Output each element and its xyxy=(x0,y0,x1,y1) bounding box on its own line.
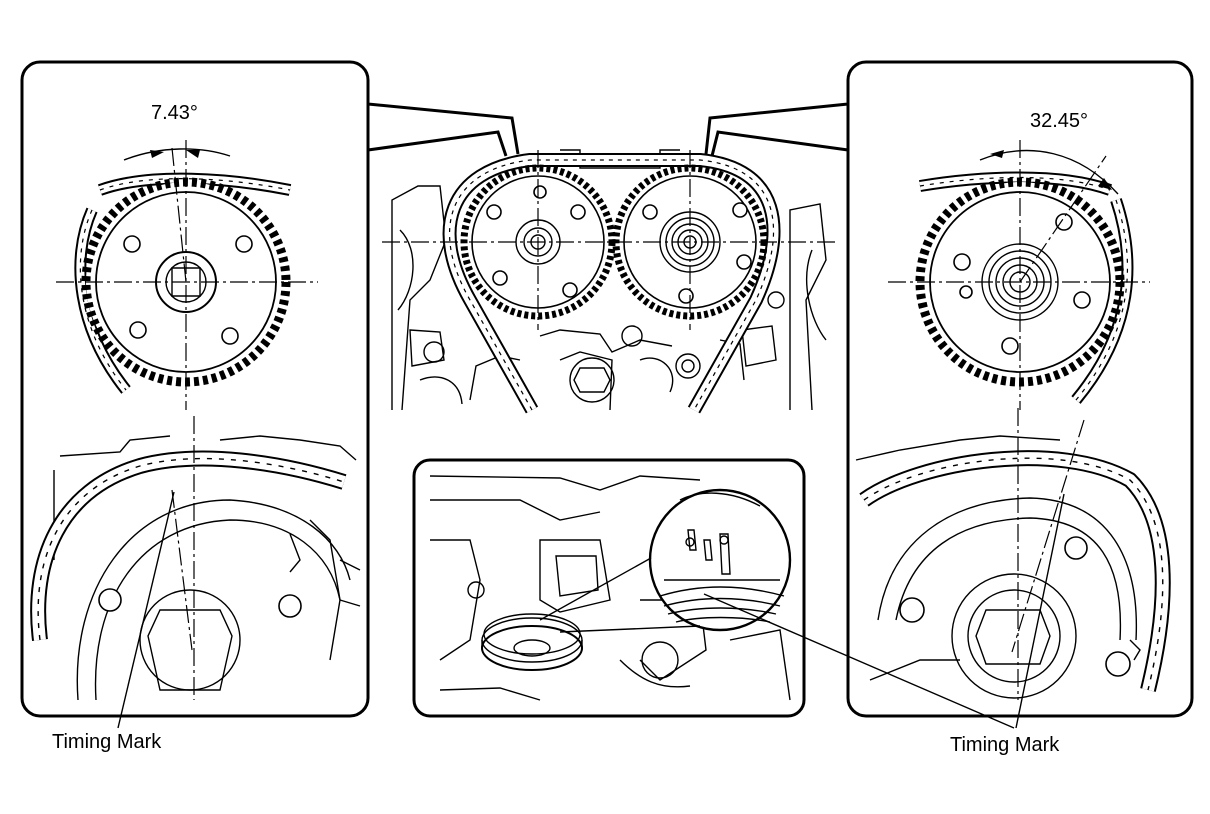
left-timing-mark-label: Timing Mark xyxy=(52,731,162,753)
left-callout-connector xyxy=(366,100,520,157)
left-detail-panel: 7.43° Timing Mark xyxy=(20,60,370,753)
right-callout-connector xyxy=(704,100,850,157)
right-detail-panel: 32.45° Timing Mark xyxy=(703,60,1194,756)
left-crank-view xyxy=(30,435,361,701)
right-angle-label: 32.45° xyxy=(1030,110,1088,132)
magnifier-circle xyxy=(648,488,792,632)
center-engine-view xyxy=(382,149,836,414)
right-timing-mark-label: Timing Mark xyxy=(950,734,1060,756)
left-angle-label: 7.43° xyxy=(151,102,198,124)
crank-pulley-panel xyxy=(412,458,806,718)
